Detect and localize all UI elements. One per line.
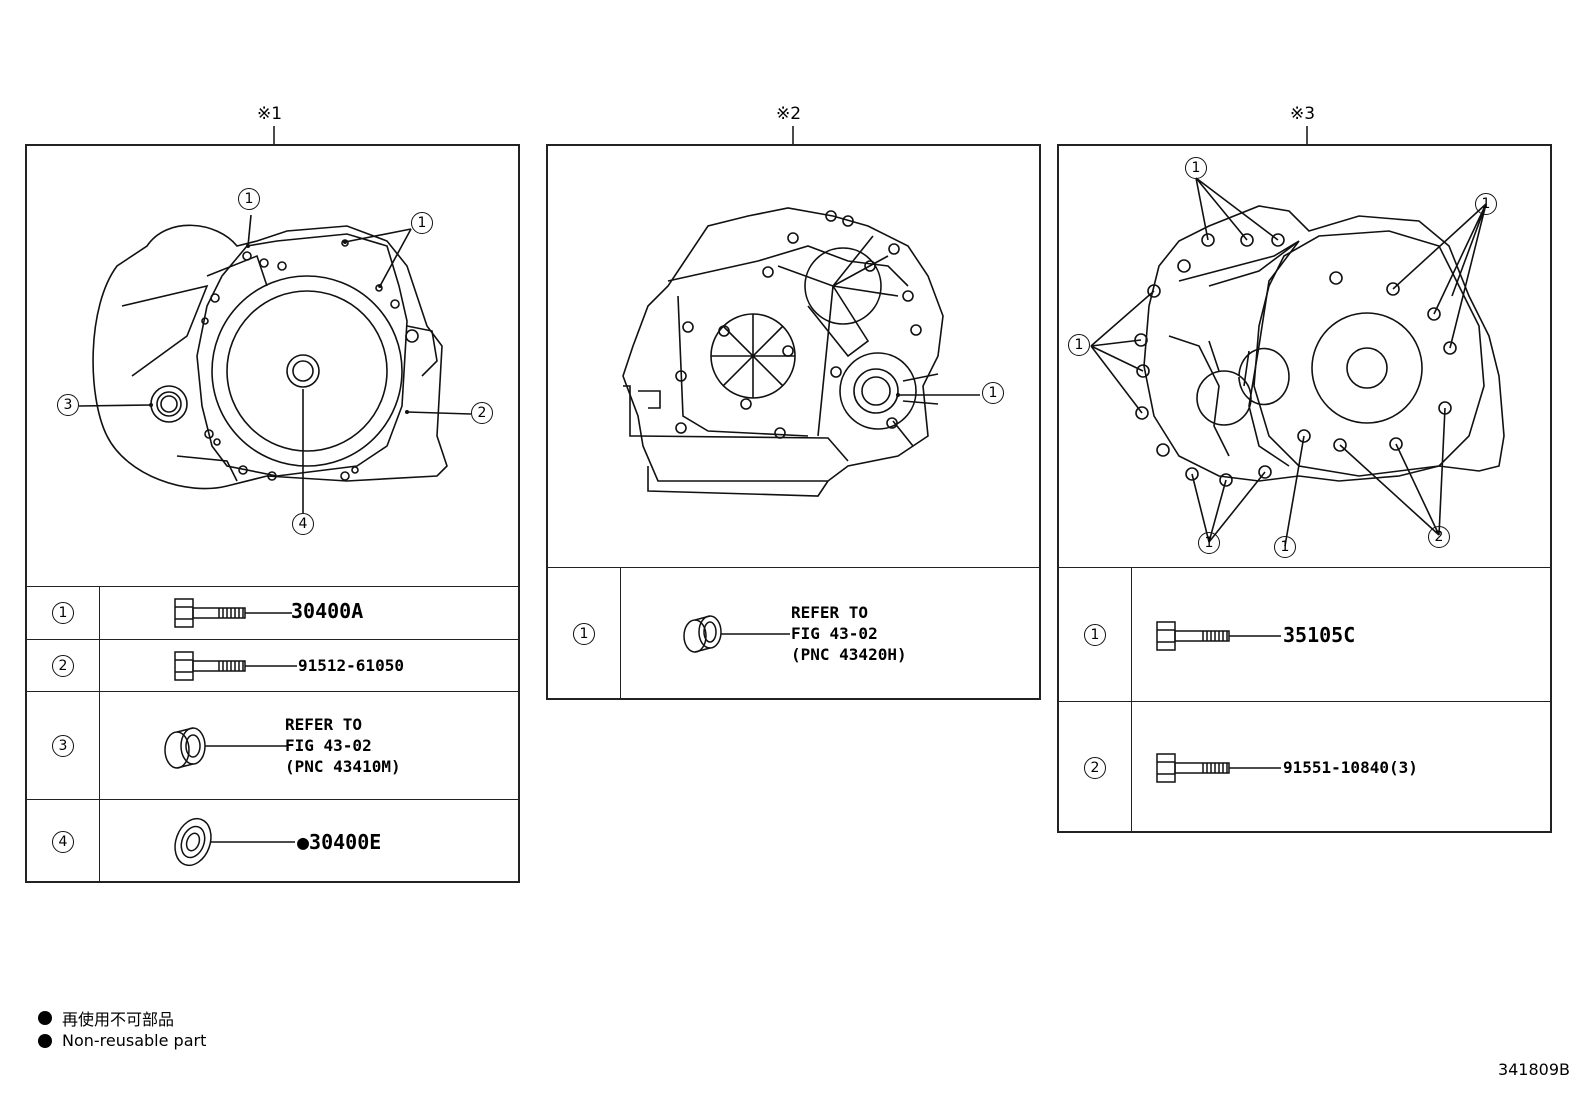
panel-1-label-leader [273,126,275,146]
parts-row: 4 ●30400E [27,799,518,883]
number-circle-icon: 1 [1084,623,1106,646]
panel-2-label-leader [792,126,794,146]
callout-1-icon: 1 [982,382,1004,404]
panel-2-label: ※2 [776,104,802,124]
oil-seal-icon [683,615,790,653]
callout-1-icon: 1 [1274,536,1296,558]
part-number: 91551-10840(3) [1283,758,1418,777]
parts-row: 1 30400A [27,586,518,639]
row-number-cell: 2 [27,640,100,691]
filled-dot-icon [38,1011,52,1025]
part-number: 30400A [291,599,364,623]
row-number-cell: 1 [27,587,100,639]
panel-1: 1 1 2 3 4 1 30400A 2 91512-61050 [25,144,520,883]
refer-line: FIG 43-02 [285,736,372,755]
callout-1-icon: 1 [411,212,433,234]
flange-bolt-icon [174,598,292,628]
legend-text: Non-reusable part [62,1031,207,1050]
row-number-cell: 3 [27,692,100,799]
refer-note: REFER TO FIG 43-02 (PNC 43420H) [791,602,907,665]
part-number: 35105C [1283,623,1356,647]
panel-3: 1 1 1 1 1 2 1 35105C 2 91551-10840(3) [1057,144,1552,833]
panel-2: 1 1 REFER TO FIG 43-02 (PNC 43420H) [546,144,1041,700]
transaxle-side-illustration [622,207,980,497]
parts-row: 2 91512-61050 [27,639,518,691]
transaxle-front-illustration [78,214,472,513]
number-circle-icon: 2 [52,654,74,677]
flange-bolt-icon [1156,753,1281,783]
refer-line: REFER TO [791,603,869,622]
legend-text: 再使用不可部品 [62,1010,175,1029]
panel-3-label-leader [1306,126,1308,146]
refer-line: (PNC 43410M) [285,757,401,776]
refer-line: (PNC 43420H) [791,645,907,664]
callout-1-icon: 1 [238,188,260,210]
refer-line: REFER TO [285,715,363,734]
refer-note: REFER TO FIG 43-02 (PNC 43410M) [285,714,401,777]
oil-seal-icon [164,727,287,769]
number-circle-icon: 4 [52,830,74,853]
callout-1-icon: 1 [1198,532,1220,554]
panel-1-label: ※1 [257,104,283,124]
illustration-code: 341809B [1497,1060,1570,1079]
filled-dot-icon [38,1033,52,1048]
callout-4-icon: 4 [292,513,314,535]
row-number-cell: 2 [1059,702,1132,833]
parts-row: 2 91551-10840(3) [1059,701,1550,833]
number-circle-icon: 1 [52,602,74,624]
oil-seal-icon [174,817,295,867]
row-number-cell: 1 [1059,568,1132,701]
parts-row: 1 35105C [1059,567,1550,701]
row-number-cell: 4 [27,800,100,883]
flange-bolt-icon [1156,621,1281,651]
legend-item-jp: 再使用不可部品 [38,1006,174,1030]
flange-bolt-icon [174,651,297,681]
callout-1-icon: 1 [1068,334,1090,356]
callout-1-icon: 1 [1475,193,1497,215]
callout-2-icon: 2 [1428,526,1450,548]
transaxle-rear-illustration [1090,177,1505,547]
part-number: ●30400E [297,830,382,854]
legend-item-en: Non-reusable part [38,1031,206,1050]
parts-row: 1 REFER TO FIG 43-02 (PNC 43420H) [548,567,1039,700]
refer-line: FIG 43-02 [791,624,878,643]
callout-2-icon: 2 [471,402,493,424]
panel-3-label: ※3 [1290,104,1316,124]
callout-3-icon: 3 [57,394,79,416]
parts-row: 3 REFER TO FIG 43-02 (PNC 43410M) [27,691,518,799]
number-circle-icon: 3 [52,734,74,757]
number-circle-icon: 2 [1084,756,1106,779]
part-number: 91512-61050 [298,656,404,675]
number-circle-icon: 1 [573,623,595,645]
callout-1-icon: 1 [1185,157,1207,179]
row-number-cell: 1 [548,568,621,700]
